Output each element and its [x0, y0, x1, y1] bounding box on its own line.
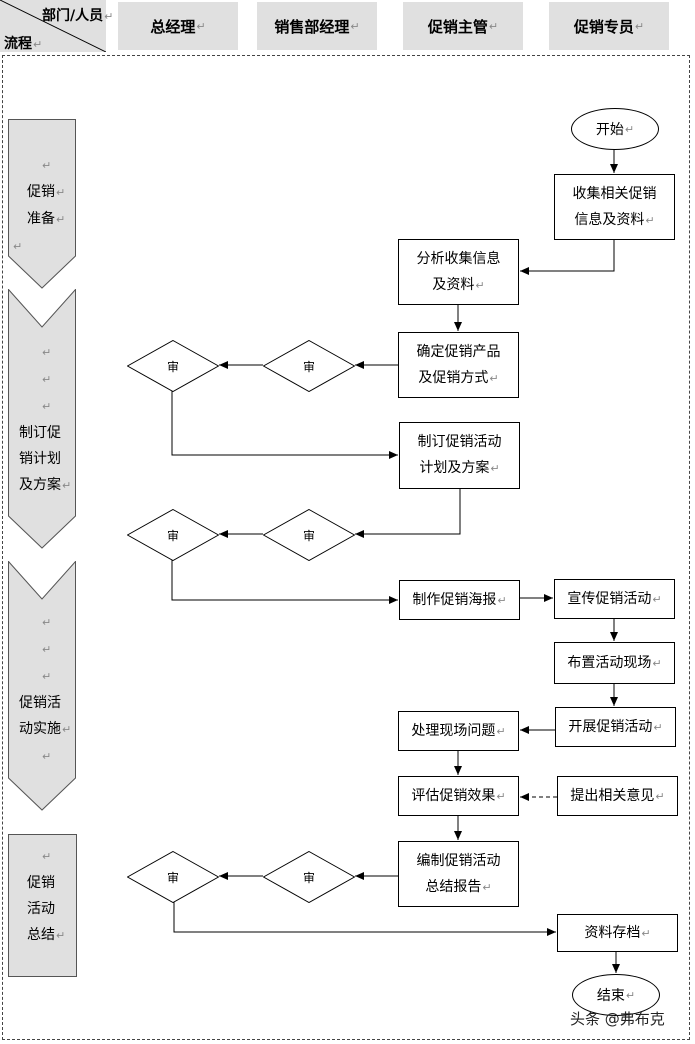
node-archive-docs: 资料存档↵	[557, 914, 678, 952]
phase-implementation-line-1: 促销活	[19, 695, 61, 711]
node-make-poster: 制作促销海报↵	[399, 580, 520, 620]
phase-summary-line-3: 总结	[27, 927, 55, 943]
phase-planning: ↵ ↵ ↵ 制订促 销计划 及方案↵	[8, 289, 76, 549]
header-corner-cell: 部门/人员↵ 流程↵	[0, 0, 113, 52]
review-general-manager-2: 审	[126, 508, 220, 562]
header-sales-manager: 销售部经理↵	[257, 2, 377, 50]
phase-planning-line-1: 制订促	[19, 425, 61, 441]
start-node: 开始↵	[571, 108, 659, 150]
arrow-plan-to-review-sm2	[355, 489, 461, 538]
review-general-manager-1: 审	[126, 339, 220, 393]
arrow-review-gm2-to-poster	[171, 559, 398, 604]
phase-summary-line-2: 活动	[27, 901, 55, 917]
phase-summary-line-1: 促销	[27, 875, 55, 891]
phase-preparation-line-1: 促销	[27, 184, 55, 200]
end-node: 结束↵	[572, 974, 660, 1016]
node-analyze-info: 分析收集信息及资料↵	[398, 239, 519, 305]
watermark-text: 头条 @弗布克	[570, 1010, 665, 1028]
corner-diagonal	[0, 0, 106, 52]
node-make-plan: 制订促销活动计划及方案↵	[399, 422, 520, 489]
phase-preparation: ↵ 促销↵ 准备↵ ↵	[8, 119, 76, 289]
arrow-review-gm1-to-plan	[171, 390, 398, 459]
corner-dept-label: 部门/人员↵	[42, 8, 114, 24]
header-promotion-supervisor: 促销主管↵	[403, 2, 523, 50]
node-promote-activity: 宣传促销活动↵	[554, 579, 675, 619]
phase-implementation: ↵ ↵ ↵ 促销活 动实施↵ ↵	[8, 561, 76, 811]
node-submit-suggestions: 提出相关意见↵	[557, 776, 678, 816]
node-handle-issues: 处理现场问题↵	[398, 711, 519, 751]
corner-flow-label: 流程↵	[4, 36, 43, 52]
phase-planning-line-3: 及方案	[19, 477, 61, 493]
phase-summary: ↵ 促销 活动 总结↵	[8, 834, 77, 978]
flowchart-frame	[2, 55, 690, 1040]
node-write-report: 编制促销活动总结报告↵	[398, 841, 519, 907]
phase-implementation-line-2: 动实施	[19, 721, 61, 737]
phase-planning-line-2: 销计划	[19, 451, 61, 467]
node-conduct-activity: 开展促销活动↵	[555, 707, 676, 747]
phase-preparation-line-2: 准备	[27, 211, 55, 227]
node-setup-venue: 布置活动现场↵	[554, 642, 675, 684]
review-general-manager-3: 审	[126, 850, 220, 904]
node-evaluate-effect: 评估促销效果↵	[398, 776, 519, 816]
arrow-collect-to-analyze	[520, 239, 615, 275]
review-sales-manager-2: 审	[262, 508, 356, 562]
node-determine-product: 确定促销产品及促销方式↵	[398, 332, 519, 398]
header-general-manager: 总经理↵	[118, 2, 238, 50]
node-collect-info: 收集相关促销信息及资料↵	[554, 174, 675, 240]
review-sales-manager-1: 审	[262, 339, 356, 393]
arrow-review-gm3-to-archive	[173, 901, 556, 936]
review-sales-manager-3: 审	[262, 850, 356, 904]
header-promotion-specialist: 促销专员↵	[549, 2, 669, 50]
